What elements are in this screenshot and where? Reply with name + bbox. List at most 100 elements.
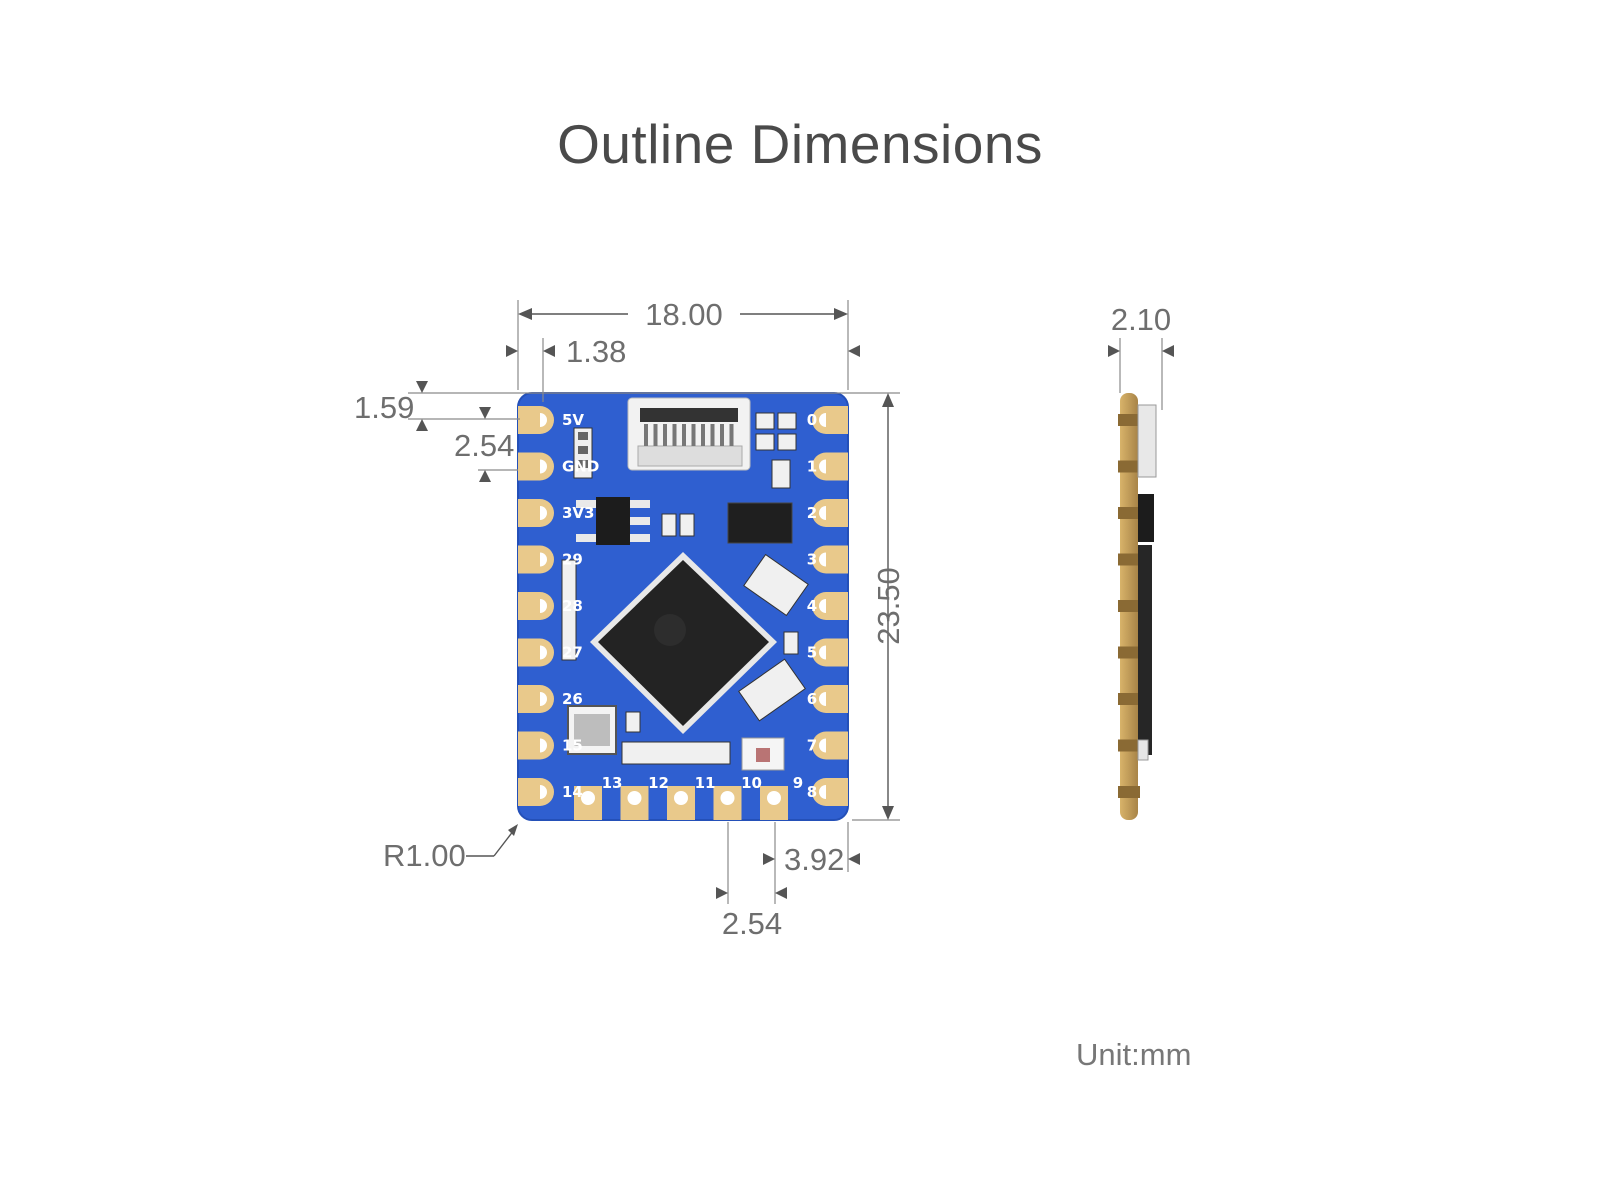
pad-edge bbox=[826, 638, 848, 667]
unit-label: Unit:mm bbox=[1076, 1037, 1192, 1072]
fpc-pin bbox=[710, 424, 715, 446]
pad-hole bbox=[767, 791, 781, 805]
pad-edge bbox=[826, 778, 848, 806]
dim-corner-radius: R1.00 bbox=[383, 838, 466, 873]
passive-components-left bbox=[573, 427, 593, 479]
dim-height: 23.50 bbox=[871, 567, 906, 645]
silkscreen-label: 10 bbox=[741, 774, 762, 792]
silkscreen-label: 5 bbox=[807, 644, 817, 662]
silkscreen-label: 15 bbox=[562, 737, 583, 755]
pad-edge bbox=[826, 406, 848, 434]
pad-edge bbox=[826, 685, 848, 713]
fpc-pin bbox=[663, 424, 667, 446]
side-regulator bbox=[1138, 494, 1154, 542]
dim-pad-offset-y: 1.59 bbox=[354, 390, 414, 425]
fpc-pin bbox=[644, 424, 648, 446]
silkscreen-label: 26 bbox=[562, 690, 583, 708]
silkscreen-label: 8 bbox=[807, 783, 817, 801]
fpc-pin bbox=[729, 424, 734, 446]
board-side-view bbox=[1118, 393, 1157, 820]
pad-edge bbox=[518, 545, 540, 574]
pad-edge bbox=[826, 499, 848, 527]
capacitor-pair-center bbox=[661, 513, 695, 537]
silkscreen-label: 1 bbox=[807, 458, 817, 476]
pad-hole bbox=[581, 791, 595, 805]
dim-pin-pitch-bottom: 2.54 bbox=[722, 906, 782, 941]
silkscreen-label: 29 bbox=[562, 551, 583, 569]
side-pad bbox=[1118, 507, 1140, 519]
dim-bottom-pad-offset: 3.92 bbox=[784, 842, 844, 877]
pad-edge bbox=[826, 731, 848, 760]
silkscreen-label: 2 bbox=[807, 504, 817, 522]
pad-edge bbox=[518, 778, 540, 806]
silkscreen-label: 14 bbox=[562, 783, 583, 801]
silkscreen-label: 5V bbox=[562, 411, 584, 429]
page-title: Outline Dimensions bbox=[557, 113, 1043, 175]
capacitor-array-top-right bbox=[755, 412, 797, 489]
side-pad bbox=[1118, 786, 1140, 798]
pad-hole bbox=[674, 791, 688, 805]
pad-edge bbox=[826, 545, 848, 574]
silkscreen-label: 4 bbox=[807, 597, 817, 615]
crystal-oscillator bbox=[567, 705, 641, 755]
pad-edge bbox=[518, 452, 540, 481]
side-pad bbox=[1118, 739, 1140, 752]
silkscreen-label: 0 bbox=[807, 411, 817, 429]
silkscreen-left-labels: 5V GND 3V3 29 28 27 26 15 14 bbox=[562, 411, 599, 801]
rgb-led bbox=[741, 737, 785, 771]
dimension-annotations: 18.00 1.38 1.59 2.54 23.50 R1.00 bbox=[354, 297, 1174, 941]
left-pin-pads bbox=[518, 406, 554, 806]
silkscreen-label: 3V3 bbox=[562, 504, 594, 522]
silkscreen-label: 12 bbox=[648, 774, 669, 792]
voltage-regulator bbox=[576, 497, 650, 545]
silkscreen-label: 3 bbox=[807, 551, 817, 569]
rp2040-chip bbox=[590, 552, 777, 734]
dim-thickness: 2.10 bbox=[1111, 302, 1171, 337]
silkscreen-right-labels: 0 1 2 3 4 5 6 7 8 bbox=[807, 411, 817, 801]
pad-hole bbox=[627, 791, 642, 805]
flash-chip bbox=[727, 502, 793, 544]
passive-components-left-column bbox=[561, 559, 577, 661]
pad-edge bbox=[518, 731, 540, 760]
pad-edge bbox=[518, 499, 540, 527]
side-pad bbox=[1118, 646, 1140, 659]
fpc-pin bbox=[720, 424, 724, 446]
side-pad bbox=[1118, 414, 1140, 426]
silkscreen-bottom-labels: 13 12 11 10 9 bbox=[602, 774, 804, 792]
right-pin-pads bbox=[812, 406, 848, 806]
side-pad bbox=[1118, 600, 1140, 612]
dim-pad-offset-x: 1.38 bbox=[566, 334, 626, 369]
fpc-pin bbox=[691, 424, 696, 446]
bottom-pin-pads bbox=[574, 786, 788, 820]
passive-components-right bbox=[738, 553, 809, 722]
fpc-pin bbox=[682, 424, 686, 446]
silkscreen-label: 6 bbox=[807, 690, 817, 708]
silkscreen-label: 9 bbox=[793, 774, 803, 792]
dim-width: 18.00 bbox=[645, 297, 723, 332]
silkscreen-label: 13 bbox=[602, 774, 623, 792]
fpc-pin bbox=[701, 424, 705, 446]
silkscreen-label: GND bbox=[562, 458, 599, 476]
side-pad bbox=[1118, 693, 1140, 705]
side-pin-pads bbox=[1118, 414, 1140, 798]
dim-pin-pitch-vertical: 2.54 bbox=[454, 428, 514, 463]
silkscreen-label: 7 bbox=[807, 737, 817, 755]
pad-edge bbox=[518, 592, 540, 620]
silkscreen-label: 11 bbox=[695, 774, 716, 792]
silkscreen-label: 27 bbox=[562, 644, 583, 662]
side-components bbox=[1138, 545, 1152, 755]
side-pad bbox=[1118, 553, 1140, 566]
pad-edge bbox=[518, 685, 540, 713]
pad-hole bbox=[720, 791, 735, 805]
side-fpc-connector bbox=[1137, 404, 1157, 478]
pad-edge bbox=[826, 452, 848, 481]
fpc-connector bbox=[627, 397, 751, 471]
silkscreen-label: 28 bbox=[562, 597, 583, 615]
side-pad bbox=[1118, 460, 1140, 473]
pad-edge bbox=[518, 406, 540, 434]
fpc-pin bbox=[672, 424, 677, 446]
pad-edge bbox=[518, 638, 540, 667]
pad-edge bbox=[826, 592, 848, 620]
